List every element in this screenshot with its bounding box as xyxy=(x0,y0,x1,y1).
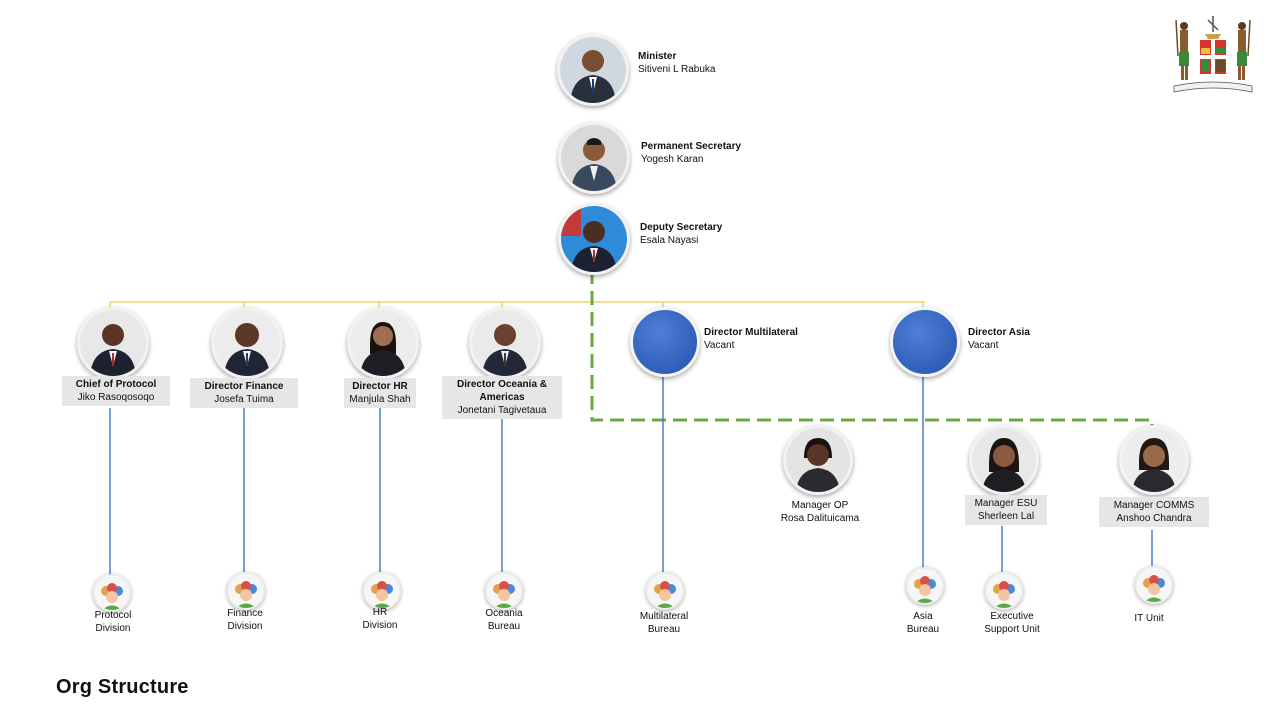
oceania-bureau-team-icon xyxy=(485,572,523,610)
manager-op-name: Rosa Dalituicama xyxy=(780,513,860,524)
director-finance-name: Josefa Tuima xyxy=(214,394,274,405)
deputy-secretary-name: Esala Nayasi xyxy=(640,235,699,246)
person-avatar-icon xyxy=(561,125,627,191)
asia-bureau-label: Asia Bureau xyxy=(906,611,940,635)
manager-comms-title: Manager COMMS xyxy=(1113,500,1195,511)
manager-op-photo xyxy=(783,425,853,495)
asia-bureau-team-icon xyxy=(906,567,944,605)
person-avatar-icon xyxy=(560,37,626,103)
chief-of-protocol-name: Jiko Rasoqosoqo xyxy=(77,392,155,403)
permanent-secretary-label: Permanent Secretary Yogesh Karan xyxy=(641,140,741,166)
finance-division-label: Finance Division xyxy=(227,608,263,632)
manager-op-label: Manager OP Rosa Dalituicama xyxy=(760,499,880,525)
director-asia-vacant-circle xyxy=(890,307,960,377)
person-avatar-icon xyxy=(214,310,280,376)
permanent-secretary-name: Yogesh Karan xyxy=(641,154,704,165)
deputy-secretary-photo xyxy=(558,203,630,275)
hr-division-label: HR Division xyxy=(362,607,398,631)
director-finance-label: Director Finance Josefa Tuima xyxy=(190,378,298,408)
director-oceania-photo xyxy=(469,307,541,379)
director-oceania-name: Jonetani Tagivetaua xyxy=(457,405,547,416)
minister-title: Minister xyxy=(638,51,677,62)
executive-support-unit-team-icon xyxy=(985,572,1023,610)
manager-dashed-connector xyxy=(590,270,1154,428)
director-finance-photo xyxy=(211,307,283,379)
director-asia-label: Director Asia Vacant xyxy=(968,326,1030,352)
manager-comms-photo xyxy=(1119,425,1189,495)
manager-comms-name: Anshoo Chandra xyxy=(1116,513,1192,524)
director-hr-title: Director HR xyxy=(352,381,408,392)
page-title: Org Structure xyxy=(56,676,189,698)
it-unit-label: IT Unit xyxy=(1134,613,1164,624)
manager-op-title: Manager OP xyxy=(791,500,849,511)
deputy-secretary-label: Deputy Secretary Esala Nayasi xyxy=(640,221,722,247)
manager-comms-label: Manager COMMS Anshoo Chandra xyxy=(1099,497,1209,527)
fiji-coat-of-arms-icon xyxy=(1173,16,1253,93)
director-multilateral-label: Director Multilateral Vacant xyxy=(704,326,798,352)
manager-esu-name: Sherleen Lal xyxy=(977,511,1035,522)
director-multilateral-vacant-circle xyxy=(630,307,700,377)
director-finance-title: Director Finance xyxy=(204,381,284,392)
director-hr-label: Director HR Manjula Shah xyxy=(344,378,416,408)
multilateral-bureau-label: Multilateral Bureau xyxy=(639,611,689,635)
person-avatar-icon xyxy=(80,310,146,376)
executive-support-unit-label: Executive Support Unit xyxy=(984,611,1040,635)
person-avatar-icon xyxy=(786,428,850,492)
director-asia-title: Director Asia xyxy=(968,327,1030,338)
director-asia-name: Vacant xyxy=(968,340,999,351)
finance-division-team-icon xyxy=(227,572,265,610)
director-oceania-title: Director Oceania & Americas xyxy=(456,379,548,403)
manager-esu-title: Manager ESU xyxy=(974,498,1038,509)
protocol-division-team-icon xyxy=(93,574,131,612)
minister-label: Minister Sitiveni L Rabuka xyxy=(638,50,715,76)
oceania-bureau-label: Oceania Bureau xyxy=(485,608,523,632)
minister-photo xyxy=(557,34,629,106)
chief-of-protocol-photo xyxy=(77,307,149,379)
multilateral-bureau-team-icon xyxy=(646,572,684,610)
manager-esu-photo xyxy=(969,425,1039,495)
hr-division-team-icon xyxy=(363,572,401,610)
person-avatar-icon xyxy=(561,206,627,272)
protocol-division-label: Protocol Division xyxy=(94,610,132,634)
deputy-secretary-title: Deputy Secretary xyxy=(640,222,723,233)
permanent-secretary-photo xyxy=(558,122,630,194)
minister-name: Sitiveni L Rabuka xyxy=(638,64,716,75)
director-oceania-label: Director Oceania & Americas Jonetani Tag… xyxy=(442,376,562,419)
person-avatar-icon xyxy=(972,428,1036,492)
person-avatar-icon xyxy=(350,310,416,376)
chief-of-protocol-label: Chief of Protocol Jiko Rasoqosoqo xyxy=(62,376,170,406)
manager-esu-label: Manager ESU Sherleen Lal xyxy=(965,495,1047,525)
director-hr-name: Manjula Shah xyxy=(349,394,411,405)
director-hr-photo xyxy=(347,307,419,379)
it-unit-team-icon xyxy=(1135,566,1173,604)
chief-of-protocol-title: Chief of Protocol xyxy=(75,379,157,390)
permanent-secretary-title: Permanent Secretary xyxy=(641,141,742,152)
person-avatar-icon xyxy=(1122,428,1186,492)
director-multilateral-name: Vacant xyxy=(704,340,735,351)
director-multilateral-title: Director Multilateral xyxy=(704,327,798,338)
person-avatar-icon xyxy=(472,310,538,376)
